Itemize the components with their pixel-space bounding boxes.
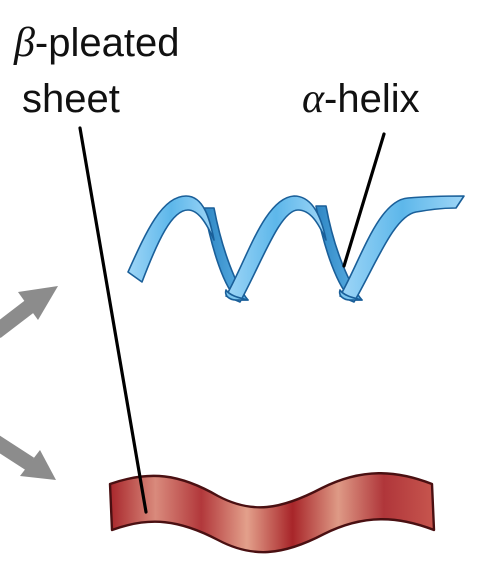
alpha-helix-label: α-helix (302, 76, 420, 122)
alpha-label-text: -helix (324, 77, 420, 121)
arrow-up-right-icon (0, 286, 58, 338)
beta-label-text: -pleated (35, 21, 180, 65)
beta-sheet-label-line2: sheet (22, 77, 120, 121)
alpha-helix-leader-line (342, 132, 386, 268)
alpha-helix-ribbon (127, 195, 465, 303)
beta-sheet-ribbon (108, 472, 436, 554)
arrow-down-right-icon (0, 435, 56, 480)
alpha-symbol: α (302, 76, 325, 122)
beta-sheet-label-line1: β-pleated (13, 20, 179, 66)
beta-symbol: β (13, 20, 35, 66)
beta-sheet-leader-line (78, 126, 148, 514)
